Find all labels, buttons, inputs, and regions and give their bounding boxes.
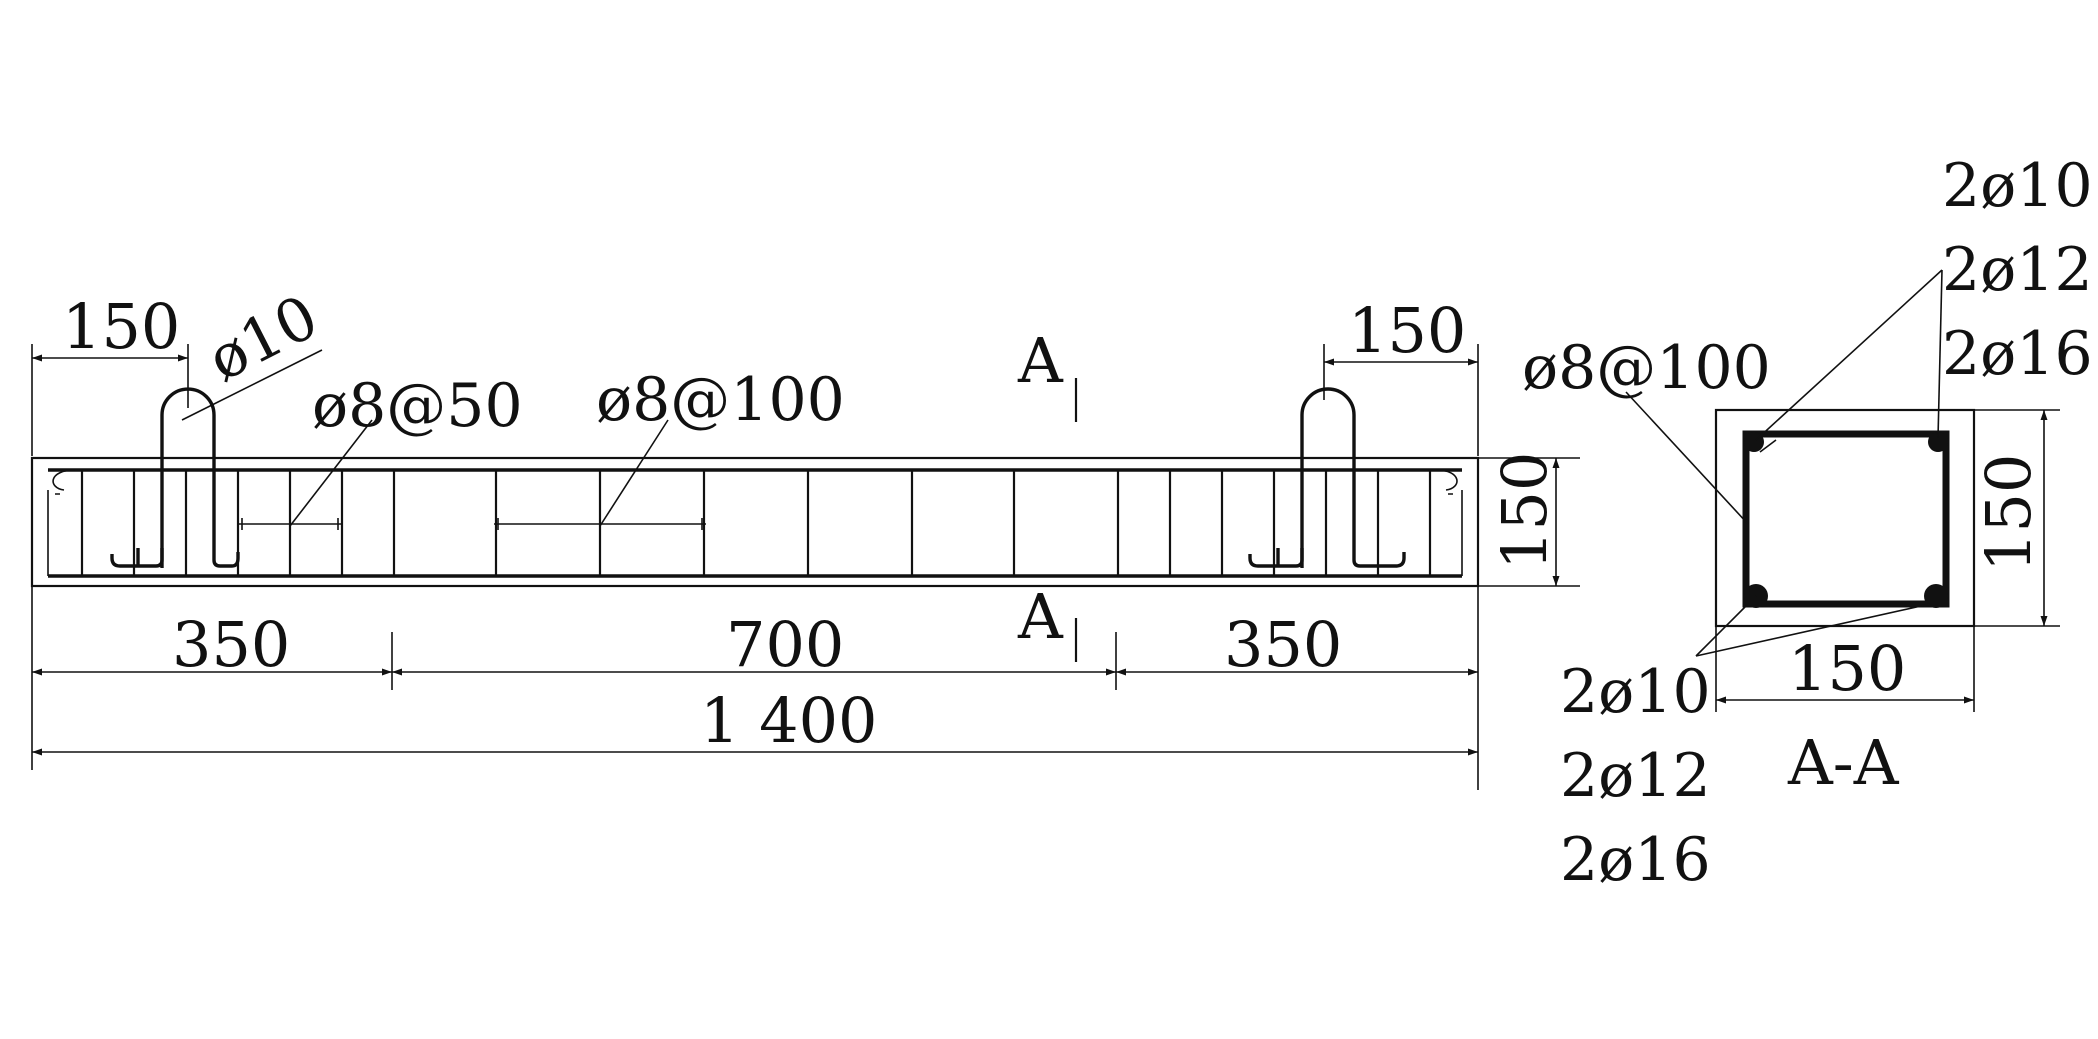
segment-right-length: 350 <box>1224 608 1342 681</box>
section-stirrup <box>1742 430 1950 608</box>
top-bar-label-3: 2ø16 <box>1942 319 2093 389</box>
sparse-stirrup-label: ø8@100 <box>596 365 845 435</box>
stirrup-spacing-markers <box>238 518 706 530</box>
section-mark-bottom: A <box>1017 580 1064 653</box>
right-lifting-hook <box>1300 387 1406 568</box>
segment-mid-length: 700 <box>726 608 844 681</box>
left-bar-end-hook <box>47 469 76 576</box>
section-stirrup-label: ø8@100 <box>1522 333 1771 403</box>
hook-leader <box>181 349 323 421</box>
beam-height: 150 <box>1488 452 1561 570</box>
sparse-stirrup-leader <box>599 419 669 527</box>
left-lifting-hook <box>160 387 240 568</box>
top-bars-leader <box>1937 269 1943 439</box>
stirrups <box>80 470 1432 576</box>
left-hook-length: 150 <box>62 290 180 363</box>
bottom-bar-label-1: 2ø10 <box>1560 657 1711 727</box>
section-mark-top: A <box>1017 324 1064 397</box>
section-title: A-A <box>1787 726 1900 799</box>
corner-bar-bottom-right <box>1924 584 1948 608</box>
corner-bar-top-right <box>1928 432 1948 452</box>
left-hook-inner-tail <box>110 548 164 568</box>
right-bar-end-hook <box>1435 469 1463 576</box>
beam-elevation: ø10 ø8@50 ø8@100 150 150 A A 150 350 700… <box>30 282 1580 790</box>
section-height: 150 <box>1972 454 2045 572</box>
stirrup-hook <box>1759 439 1777 453</box>
stirrup-leader <box>1625 391 1749 525</box>
top-bars-leader <box>1755 269 1943 441</box>
segment-left-length: 350 <box>172 608 290 681</box>
bottom-bar-label-2: 2ø12 <box>1560 741 1711 811</box>
beam-outline <box>30 456 1480 588</box>
right-hook-inner-tail <box>1248 548 1304 568</box>
bottom-bar-label-3: 2ø16 <box>1560 825 1711 895</box>
top-bar-label-1: 2ø10 <box>1942 151 2093 221</box>
cross-section-a-a: 2ø10 2ø12 2ø16 ø8@100 2ø10 2ø12 2ø16 150… <box>1522 151 2093 895</box>
section-outline <box>1714 408 1976 628</box>
bottom-bars-leader <box>1695 595 1757 657</box>
dense-stirrup-leader <box>289 419 373 527</box>
dense-stirrup-label: ø8@50 <box>312 371 523 441</box>
bottom-bars-leader <box>1695 603 1931 657</box>
total-length: 1 400 <box>700 684 878 757</box>
top-bar-label-2: 2ø12 <box>1942 235 2093 305</box>
hook-bar-label: ø10 <box>197 282 329 395</box>
section-width: 150 <box>1788 632 1906 705</box>
right-hook-length: 150 <box>1348 294 1466 367</box>
